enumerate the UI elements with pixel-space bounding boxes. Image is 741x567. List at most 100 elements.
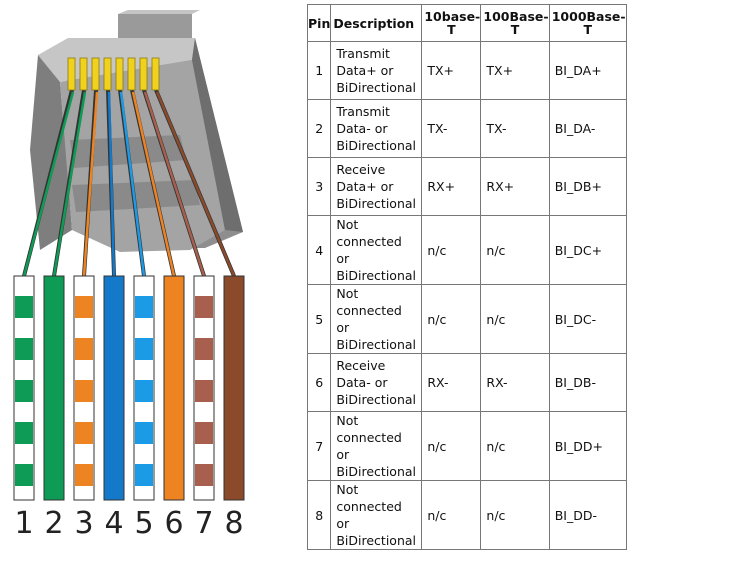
table-header-row: Pin Description 10base-T 100Base-T 1000B… — [306, 4, 627, 42]
cell-description: Receive Data- or BiDirectional — [330, 353, 423, 412]
gold-contact-4 — [103, 57, 112, 91]
gold-contact-7 — [139, 57, 148, 91]
cell-100base-t: n/c — [480, 480, 550, 550]
wire-stripe — [135, 464, 153, 486]
wire-lead-8 — [155, 91, 236, 277]
pin-number-8: 8 — [224, 506, 243, 541]
cell-1000base-t: BI_DA+ — [548, 41, 627, 100]
gold-contact-2 — [79, 57, 88, 91]
wire-brown — [223, 275, 245, 501]
pinout-table: Pin Description 10base-T 100Base-T 1000B… — [306, 4, 627, 550]
cell-1000base-t: BI_DC+ — [548, 215, 627, 285]
wire-stripe — [15, 464, 33, 486]
cell-100base-t: n/c — [480, 411, 550, 481]
gold-contact-6 — [127, 57, 136, 91]
cell-10base-t: RX- — [421, 353, 482, 412]
table-row: 8 Not connected or BiDirectional n/c n/c… — [306, 480, 627, 550]
cell-description: Not connected or BiDirectional — [330, 284, 423, 354]
header-1000base-t: 1000Base-T — [548, 4, 627, 42]
cell-pin: 5 — [306, 284, 332, 354]
wire-stripe — [15, 380, 33, 402]
pin-number-2: 2 — [44, 506, 63, 541]
cell-1000base-t: BI_DB+ — [548, 157, 627, 216]
cell-description: Not connected or BiDirectional — [330, 215, 423, 285]
cell-10base-t: n/c — [421, 215, 482, 285]
wire-lead-2 — [52, 91, 87, 277]
pin-number-6: 6 — [164, 506, 183, 541]
header-pin: Pin — [306, 4, 332, 42]
cell-1000base-t: BI_DD+ — [548, 411, 627, 481]
table-row: 4 Not connected or BiDirectional n/c n/c… — [306, 215, 627, 285]
cell-pin: 8 — [306, 480, 332, 550]
cell-10base-t: n/c — [421, 480, 482, 550]
gold-contact-5 — [115, 57, 124, 91]
pin-number-5: 5 — [134, 506, 153, 541]
wire-stripe — [195, 422, 213, 444]
cell-100base-t: n/c — [480, 215, 550, 285]
wire-lead-5 — [119, 91, 146, 277]
table-row: 5 Not connected or BiDirectional n/c n/c… — [306, 284, 627, 354]
wire-orange — [163, 275, 185, 501]
cell-100base-t: TX- — [480, 99, 550, 158]
table-row: 7 Not connected or BiDirectional n/c n/c… — [306, 411, 627, 481]
gold-contact-3 — [91, 57, 100, 91]
cell-pin: 1 — [306, 41, 332, 100]
cell-10base-t: TX- — [421, 99, 482, 158]
wire-lead-6 — [131, 91, 176, 277]
gold-contacts — [67, 57, 160, 91]
cell-10base-t: n/c — [421, 411, 482, 481]
cell-10base-t: RX+ — [421, 157, 482, 216]
wire-lead-7 — [143, 91, 206, 277]
wire-green — [43, 275, 65, 501]
wire-stripe — [195, 380, 213, 402]
wire-stripe — [15, 338, 33, 360]
wire-stripe — [75, 296, 93, 318]
table-row: 6 Receive Data- or BiDirectional RX- RX-… — [306, 353, 627, 412]
cell-description: Transmit Data+ or BiDirectional — [330, 41, 423, 100]
cell-100base-t: RX+ — [480, 157, 550, 216]
pin-number-7: 7 — [194, 506, 213, 541]
cell-100base-t: TX+ — [480, 41, 550, 100]
cell-pin: 2 — [306, 99, 332, 158]
table-row: 2 Transmit Data- or BiDirectional TX- TX… — [306, 99, 627, 158]
header-10base-t: 10base-T — [421, 4, 482, 42]
cell-description: Not connected or BiDirectional — [330, 480, 423, 550]
wire-stripe — [75, 464, 93, 486]
wire-lead-4 — [107, 91, 116, 277]
pin-number-1: 1 — [14, 506, 33, 541]
wire-stripe — [135, 296, 153, 318]
cell-1000base-t: BI_DB- — [548, 353, 627, 412]
wire-stripe — [195, 338, 213, 360]
wire-stripe — [195, 296, 213, 318]
gold-contact-8 — [151, 57, 160, 91]
wire-stripe — [135, 380, 153, 402]
cell-1000base-t: BI_DD- — [548, 480, 627, 550]
cell-100base-t: RX- — [480, 353, 550, 412]
table-row: 3 Receive Data+ or BiDirectional RX+ RX+… — [306, 157, 627, 216]
wire-stripe — [135, 422, 153, 444]
cell-pin: 6 — [306, 353, 332, 412]
wires — [13, 89, 245, 501]
pin-number-4: 4 — [104, 506, 123, 541]
cell-10base-t: n/c — [421, 284, 482, 354]
table-row: 1 Transmit Data+ or BiDirectional TX+ TX… — [306, 41, 627, 100]
wire-stripe — [75, 422, 93, 444]
wire-lead-3 — [82, 91, 99, 277]
wire-stripe — [135, 338, 153, 360]
wire-stripe — [75, 380, 93, 402]
wire-stripe — [15, 422, 33, 444]
cell-description: Transmit Data- or BiDirectional — [330, 99, 423, 158]
cell-1000base-t: BI_DA- — [548, 99, 627, 158]
wire-stripe — [75, 338, 93, 360]
cell-pin: 3 — [306, 157, 332, 216]
cell-1000base-t: BI_DC- — [548, 284, 627, 354]
cell-100base-t: n/c — [480, 284, 550, 354]
cell-description: Receive Data+ or BiDirectional — [330, 157, 423, 216]
gold-contact-1 — [67, 57, 76, 91]
cell-pin: 4 — [306, 215, 332, 285]
wire-lead-1 — [22, 91, 75, 277]
cell-pin: 7 — [306, 411, 332, 481]
header-description: Description — [330, 4, 423, 42]
